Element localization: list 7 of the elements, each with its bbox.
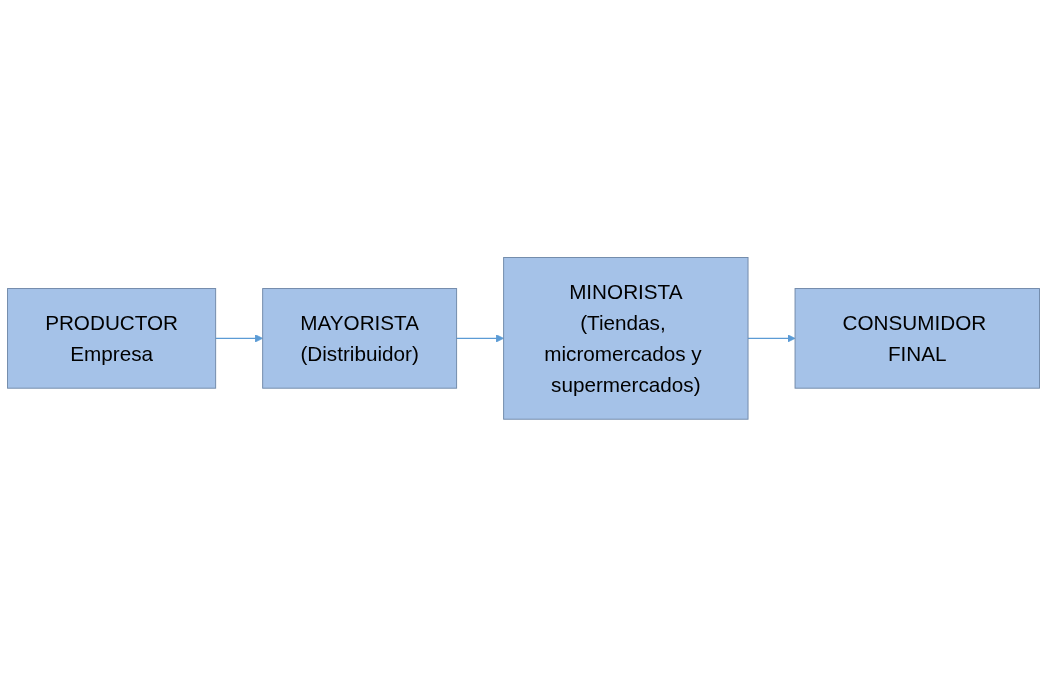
node-box: PRODUCTOR Empresa <box>7 288 217 389</box>
arrow <box>455 334 504 343</box>
arrow <box>747 334 796 343</box>
node-box: MAYORISTA (Distribuidor) <box>262 288 458 389</box>
node-box: CONSUMIDOR FINAL <box>794 288 1040 389</box>
node-box: MINORISTA (Tiendas, micromercados y supermercados) <box>503 257 749 420</box>
arrow <box>214 334 264 343</box>
